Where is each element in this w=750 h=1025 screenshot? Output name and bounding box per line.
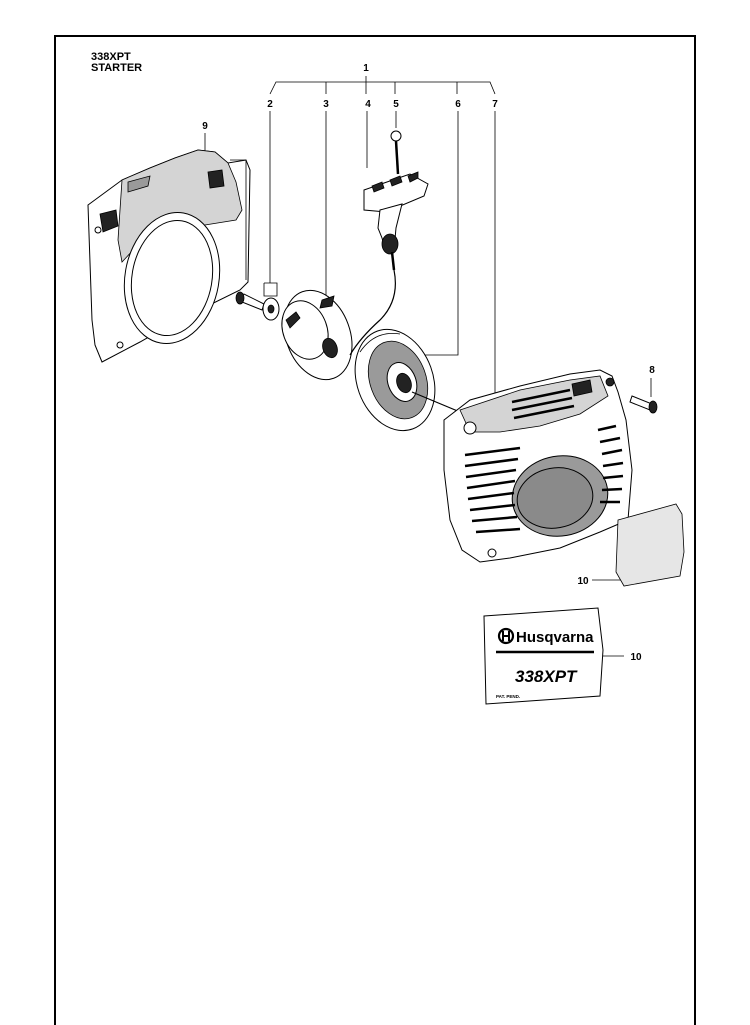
screw-and-washer-part-2: [235, 291, 280, 321]
cover-vents-top: [511, 388, 575, 420]
callout-8: 8: [649, 365, 655, 376]
callout-1-bracket: [269, 76, 496, 95]
leader-6: [425, 111, 459, 356]
husqvarna-logo: Husqvarna: [497, 627, 594, 646]
decal-brand: Husqvarna: [516, 629, 594, 646]
decal-part-10-outline: [615, 503, 685, 587]
starter-handle-part-4: [363, 171, 429, 255]
callout-4: 4: [365, 99, 371, 110]
cover-vents-left: [464, 446, 521, 534]
decal-model: 338XPT: [515, 667, 578, 686]
fan-housing-part-9: [87, 149, 251, 363]
callout-2: 2: [267, 99, 273, 110]
callout-3: 3: [323, 99, 329, 110]
decal-note: PAT. PEND.: [496, 694, 520, 699]
model-title: 338XPT: [91, 51, 131, 63]
page-frame: [54, 35, 696, 1025]
callout-6: 6: [455, 99, 461, 110]
callout-9: 9: [202, 121, 208, 132]
callout-10-a: 10: [577, 576, 589, 587]
callout-1: 1: [363, 63, 369, 74]
starter-cord-part-5: [349, 130, 461, 413]
recoil-spring-part-6: [354, 328, 436, 432]
screw-part-8: [629, 395, 658, 414]
starter-cover-part-7: [443, 369, 633, 563]
section-title: STARTER: [91, 62, 143, 74]
spring-bracket: [263, 282, 278, 297]
cover-vents-right: [597, 424, 624, 504]
callout-10-b: 10: [630, 652, 642, 663]
callout-7: 7: [492, 99, 498, 110]
starter-pulley-part-3: [281, 289, 353, 381]
callout-5: 5: [393, 99, 399, 110]
decal-part-10-detail: Husqvarna 338XPT PAT. PEND.: [483, 607, 604, 705]
